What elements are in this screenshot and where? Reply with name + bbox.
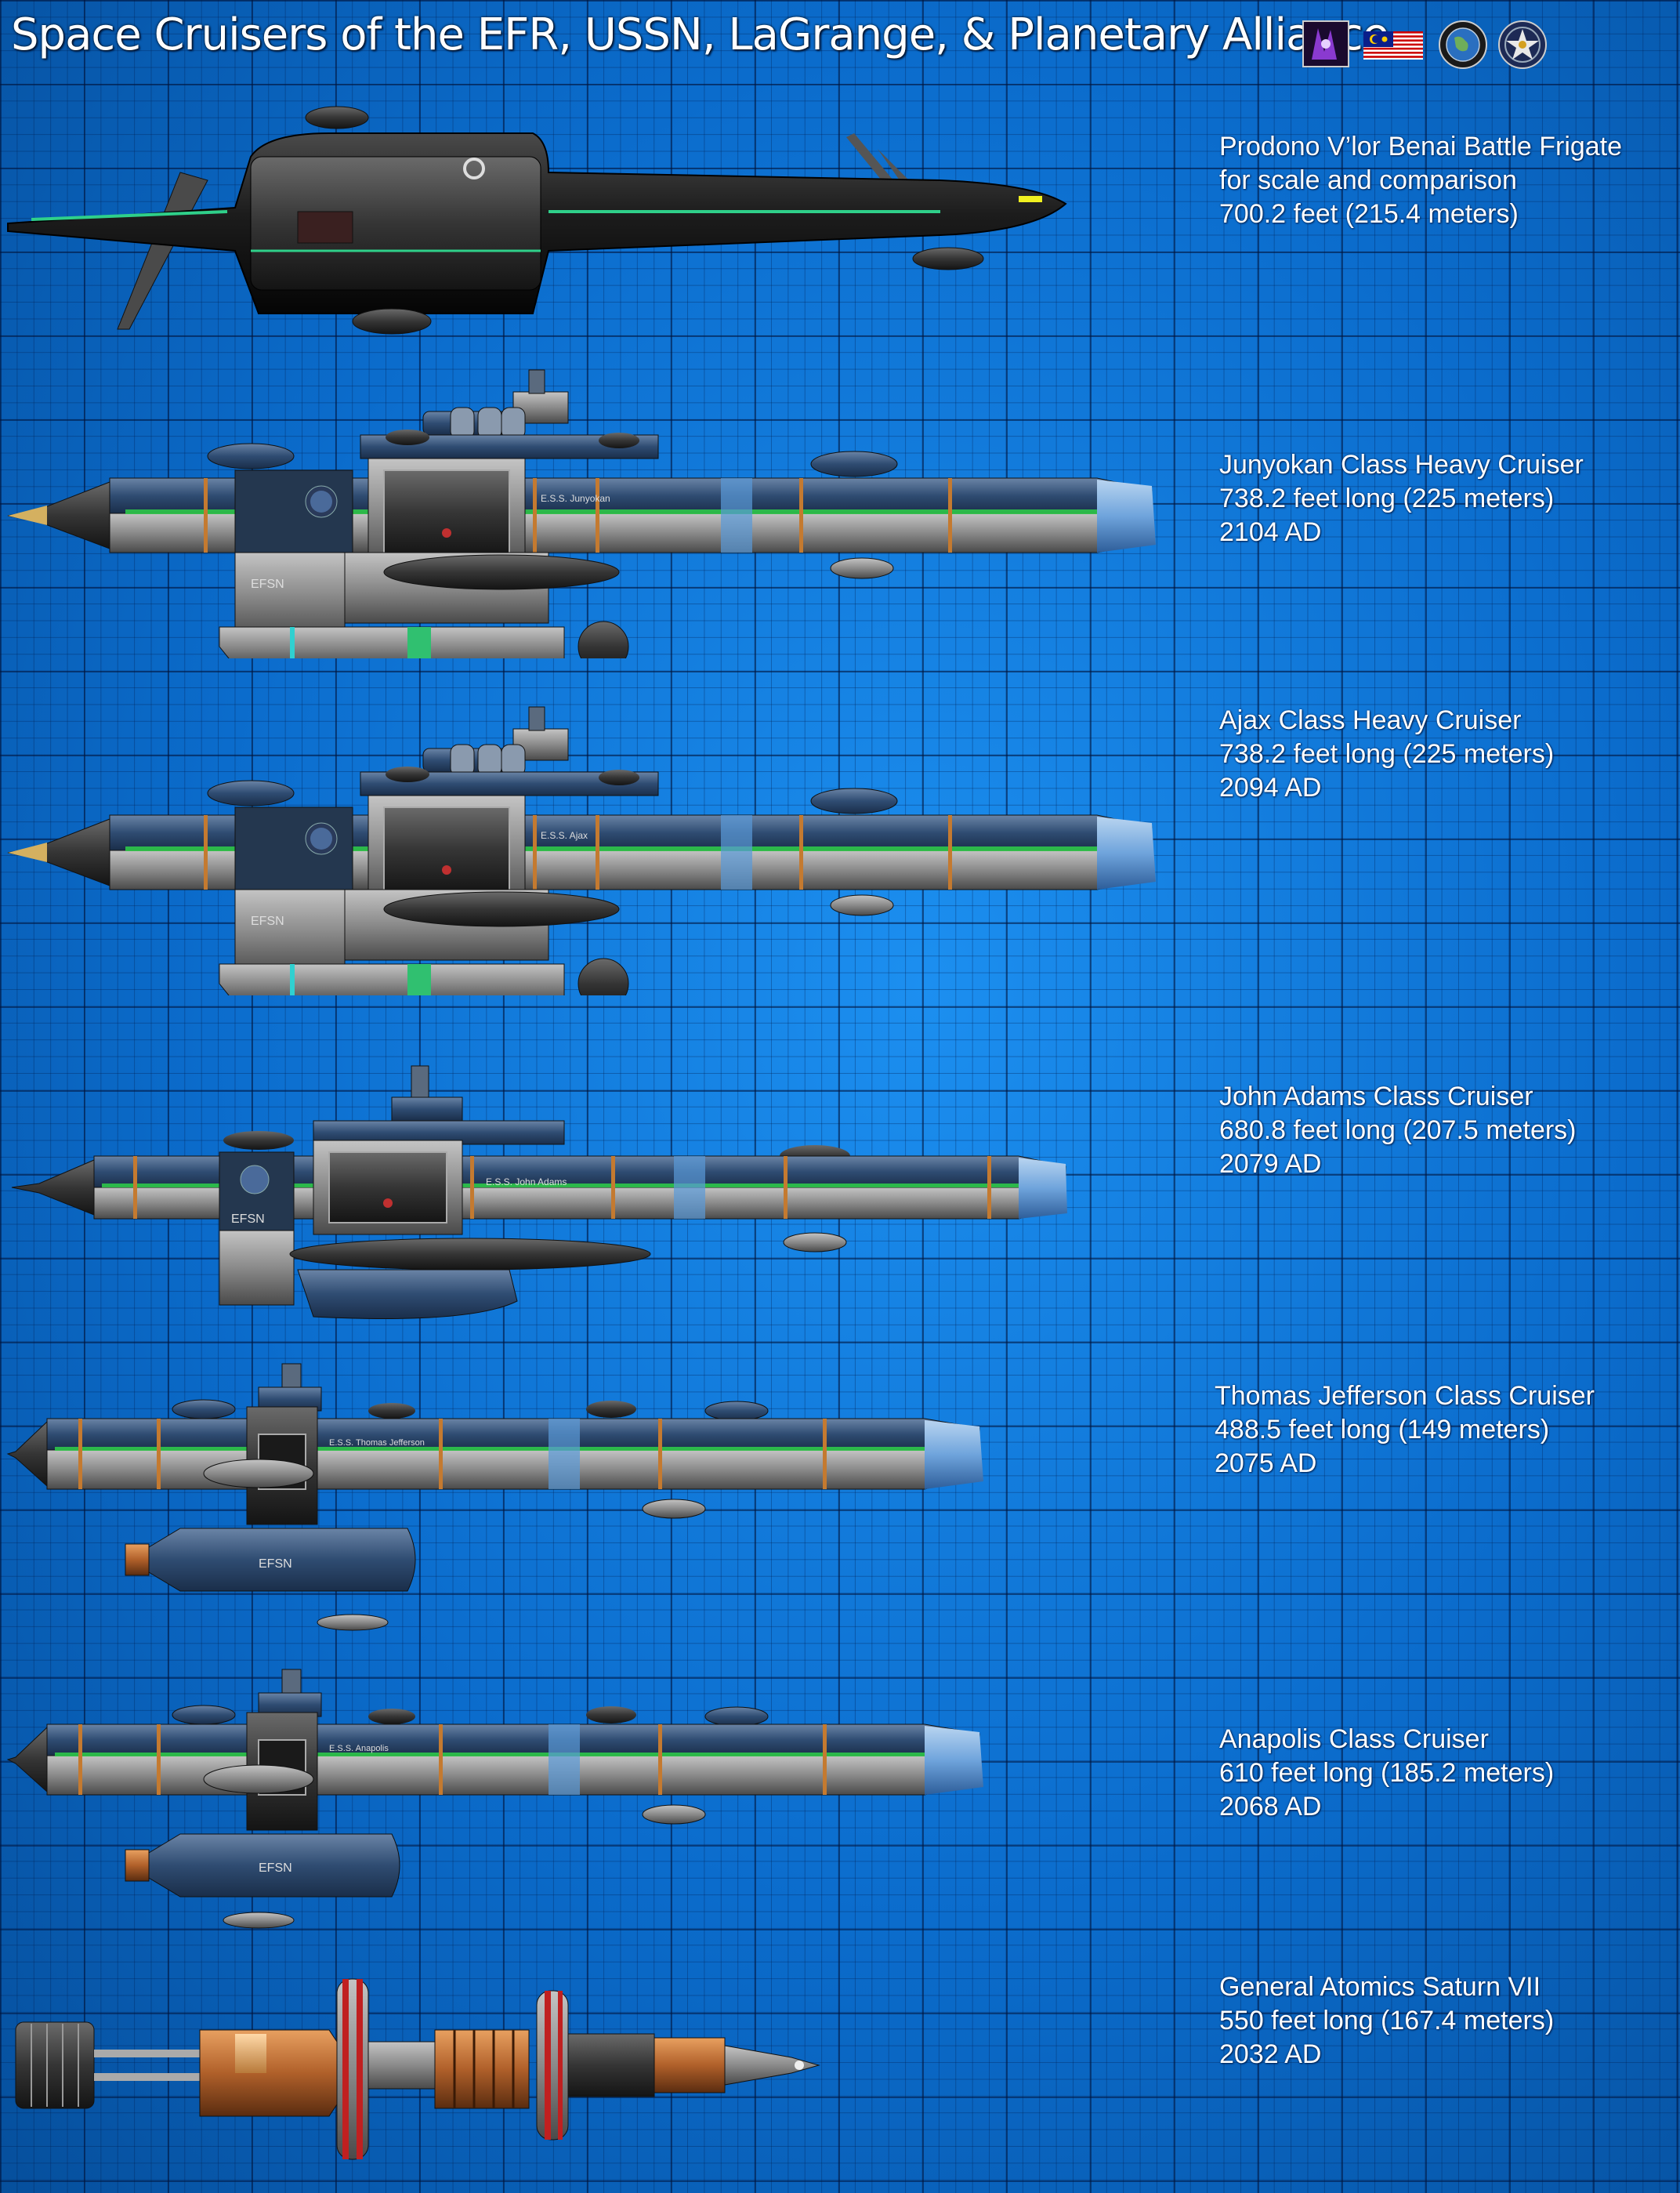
hull-text: E.S.S. John Adams [486,1176,567,1187]
ship-saturn-vii [15,1978,820,2160]
ship-name: Ajax Class Heavy Cruiser [1219,705,1522,735]
ship-anapolis: EFSN E.S.S. Anapolis [7,1669,984,1929]
ship-year: 2032 AD [1219,2039,1322,2069]
ship-length: 738.2 feet long (225 meters) [1219,739,1555,769]
ship-year: 2068 AD [1219,1792,1322,1821]
ship-badge: EFSN [251,915,284,928]
ship-length: 610 feet long (185.2 meters) [1219,1758,1555,1788]
ship-name: General Atomics Saturn VII [1219,1972,1541,2002]
ship-label-ajax: Ajax Class Heavy Cruiser 738.2 feet long… [1219,704,1554,805]
star-seal-icon [1498,20,1547,69]
malaysia-flag-icon [1363,31,1423,60]
ship-badge: EFSN [259,1557,292,1571]
ship-name: Anapolis Class Cruiser [1219,1724,1489,1754]
ship-length: 680.8 feet long (207.5 meters) [1219,1115,1577,1145]
ship-length: 488.5 feet long (149 meters) [1215,1415,1550,1444]
ship-length: 550 feet long (167.4 meters) [1219,2006,1555,2035]
ship-label-frigate: Prodono V’lor Benai Battle Frigate for s… [1219,130,1622,231]
hull-text: E.S.S. Anapolis [329,1744,389,1753]
ship-badge: EFSN [259,1861,292,1875]
ship-badge: EFSN [231,1212,265,1226]
page-title: Space Cruisers of the EFR, USSN, LaGrang… [11,9,1389,60]
ship-label-thomas-jefferson: Thomas Jefferson Class Cruiser 488.5 fee… [1215,1379,1595,1481]
ship-year: 2104 AD [1219,517,1322,547]
hull-text: E.S.S. Ajax [541,830,588,841]
ship-name: John Adams Class Cruiser [1219,1082,1533,1111]
ship-length: 700.2 feet (215.4 meters) [1219,199,1519,229]
earth-seal-icon [1439,20,1487,69]
ship-ajax: EFSN E.S.S. Ajax [7,706,1157,995]
ship-name: Thomas Jefferson Class Cruiser [1215,1381,1595,1411]
ship-name: Prodono V’lor Benai Battle Frigate [1219,132,1623,161]
ship-label-saturn-vii: General Atomics Saturn VII 550 feet long… [1219,1970,1554,2072]
ship-thomas-jefferson: EFSN E.S.S. Thomas Jefferson [7,1363,984,1631]
ship-frigate [7,106,1067,335]
ship-label-anapolis: Anapolis Class Cruiser 610 feet long (18… [1219,1723,1554,1824]
purple-insignia-icon [1302,20,1349,67]
ship-year: 2079 AD [1219,1149,1322,1179]
ship-junyokan: EFSN E.S.S. Junyokan [7,369,1157,658]
ship-name: Junyokan Class Heavy Cruiser [1219,450,1584,480]
hull-text: E.S.S. Junyokan [541,493,610,504]
ship-length: 738.2 feet long (225 meters) [1219,484,1555,513]
ship-label-junyokan: Junyokan Class Heavy Cruiser 738.2 feet … [1219,448,1584,549]
ship-note: for scale and comparison [1219,165,1517,195]
ship-label-john-adams: John Adams Class Cruiser 680.8 feet long… [1219,1080,1577,1181]
ship-badge: EFSN [251,578,284,591]
ship-john-adams: EFSN E.S.S. John Adams [11,1065,1067,1319]
ship-year: 2094 AD [1219,773,1322,803]
ship-year: 2075 AD [1215,1448,1317,1478]
hull-text: E.S.S. Thomas Jefferson [329,1438,425,1448]
